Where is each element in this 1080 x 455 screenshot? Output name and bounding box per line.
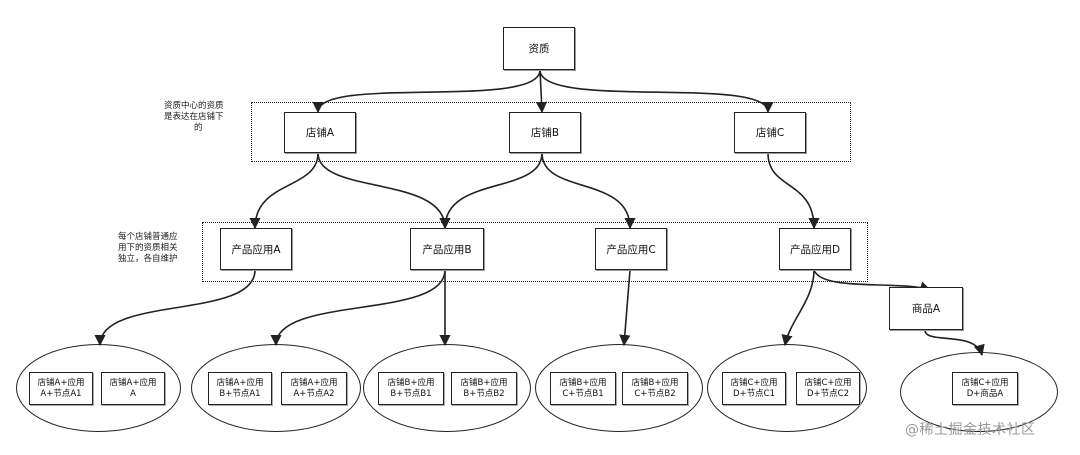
stores-note-line: 的 bbox=[194, 123, 203, 133]
leaf-node: 店铺B+应用 C+节点B2 bbox=[622, 372, 688, 405]
root-node: 资质 bbox=[503, 27, 575, 70]
product-node: 产品应用D bbox=[779, 228, 851, 270]
edge-storeC-prodD bbox=[767, 152, 820, 230]
products-group-frame bbox=[202, 222, 868, 282]
stores-note: 资质中心的资质 是表达在店铺下 的 bbox=[164, 101, 224, 134]
leaf-node: 店铺C+应用 D+节点C2 bbox=[796, 372, 860, 405]
edge-root-storeC bbox=[539, 69, 774, 114]
stores-group-frame bbox=[251, 102, 851, 162]
group-ellipse bbox=[191, 344, 361, 432]
leaf-node: 店铺B+应用 C+节点B1 bbox=[550, 372, 616, 405]
edge-prodA-group1 bbox=[94, 269, 256, 347]
edge-prodC-group4 bbox=[619, 269, 631, 347]
stores-note-line: 是表达在店铺下 bbox=[164, 112, 224, 122]
group-ellipse bbox=[535, 344, 703, 432]
group-ellipse bbox=[707, 344, 867, 432]
leaf-node: 店铺C+应用 D+商品A bbox=[952, 372, 1018, 405]
edge-prodD-group5 bbox=[781, 269, 815, 347]
goods-node: 商品A bbox=[889, 287, 963, 330]
edge-storeB-prodB bbox=[439, 152, 543, 230]
leaf-node: 店铺B+应用 B+节点B1 bbox=[378, 372, 444, 405]
product-node: 产品应用B bbox=[410, 228, 484, 270]
edge-goods-group6 bbox=[924, 329, 985, 357]
product-node: 产品应用C bbox=[595, 228, 667, 270]
leaf-node: 店铺A+应用 A bbox=[101, 372, 165, 405]
leaf-node: 店铺B+应用 B+节点B2 bbox=[451, 372, 517, 405]
edge-root-storeB bbox=[535, 69, 548, 114]
store-node: 店铺B bbox=[509, 112, 581, 153]
products-note-line: 独立，各自维护 bbox=[118, 254, 178, 264]
group-ellipse bbox=[16, 344, 181, 432]
group-ellipse bbox=[900, 352, 1058, 432]
leaf-node: 店铺C+应用 D+节点C1 bbox=[722, 372, 786, 405]
leaf-node: 店铺A+应用 B+节点A1 bbox=[208, 372, 272, 405]
store-node: 店铺A bbox=[284, 112, 356, 153]
group-ellipse bbox=[363, 344, 531, 432]
store-node: 店铺C bbox=[734, 112, 806, 153]
product-node: 产品应用A bbox=[220, 228, 292, 270]
edge-prodB-group2 bbox=[270, 269, 446, 347]
leaf-node: 店铺A+应用 A+节点A2 bbox=[281, 372, 347, 405]
products-note-line: 每个店铺普通应 bbox=[118, 232, 178, 242]
products-note: 每个店铺普通应 用下的资质相关 独立，各自维护 bbox=[118, 232, 178, 265]
leaf-node: 店铺A+应用 A+节点A1 bbox=[29, 372, 93, 405]
edge-root-storeA bbox=[312, 69, 541, 114]
stores-note-line: 资质中心的资质 bbox=[164, 101, 224, 111]
products-note-line: 用下的资质相关 bbox=[118, 243, 178, 253]
edge-storeB-prodC bbox=[541, 152, 636, 230]
edge-storeA-prodA bbox=[249, 152, 319, 230]
watermark: @稀土掘金技术社区 bbox=[905, 422, 1036, 438]
edge-storeA-prodB bbox=[317, 152, 451, 230]
